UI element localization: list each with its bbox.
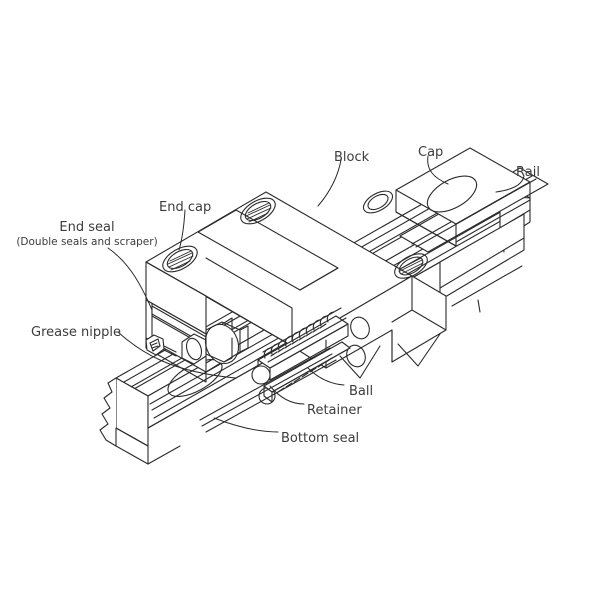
block-threaded-hole-right	[394, 253, 428, 279]
label-rail: Rail	[516, 165, 540, 180]
rail-break-end	[99, 377, 181, 465]
leader-retainer	[269, 385, 305, 405]
label-bottom-seal: Bottom seal	[281, 431, 360, 446]
ball-chain-upper	[262, 307, 347, 363]
label-ball: Ball	[349, 384, 374, 399]
block-threaded-hole-front	[162, 245, 198, 273]
grease-nipple	[145, 334, 177, 357]
cap-plate	[395, 147, 531, 247]
label-end-seal-title: End seal	[59, 220, 115, 235]
label-cap: Cap	[418, 145, 444, 160]
ball-return-hole-lower	[346, 344, 366, 368]
block-threaded-hole-rear	[240, 197, 276, 225]
leader-end-seal	[107, 247, 153, 311]
label-end-seal-subtitle: (Double seals and scraper)	[16, 235, 158, 248]
leader-bottom-seal	[213, 417, 279, 433]
leader-ball	[307, 367, 345, 386]
block-right-cut-body	[291, 275, 447, 379]
label-retainer: Retainer	[307, 403, 362, 418]
leader-grease-nipple	[117, 331, 237, 379]
label-end-cap: End cap	[159, 200, 212, 215]
label-block: Block	[334, 150, 370, 165]
leader-lines	[107, 155, 525, 433]
grease-fitting-boss	[181, 321, 249, 365]
cap-bore	[426, 175, 478, 213]
label-end-seal: End seal (Double seals and scraper)	[12, 220, 162, 248]
leader-block	[317, 159, 342, 207]
drawing-geometry	[99, 147, 549, 465]
ball-lead	[251, 365, 271, 385]
ball-return-hole-upper	[350, 316, 370, 340]
bottom-seal-strip	[199, 347, 337, 433]
leader-end-cap	[178, 209, 186, 251]
leader-cap	[427, 155, 449, 185]
leader-rail	[495, 175, 525, 193]
label-grease-nipple: Grease nipple	[31, 325, 121, 340]
block-threaded-hole-far	[362, 190, 394, 214]
